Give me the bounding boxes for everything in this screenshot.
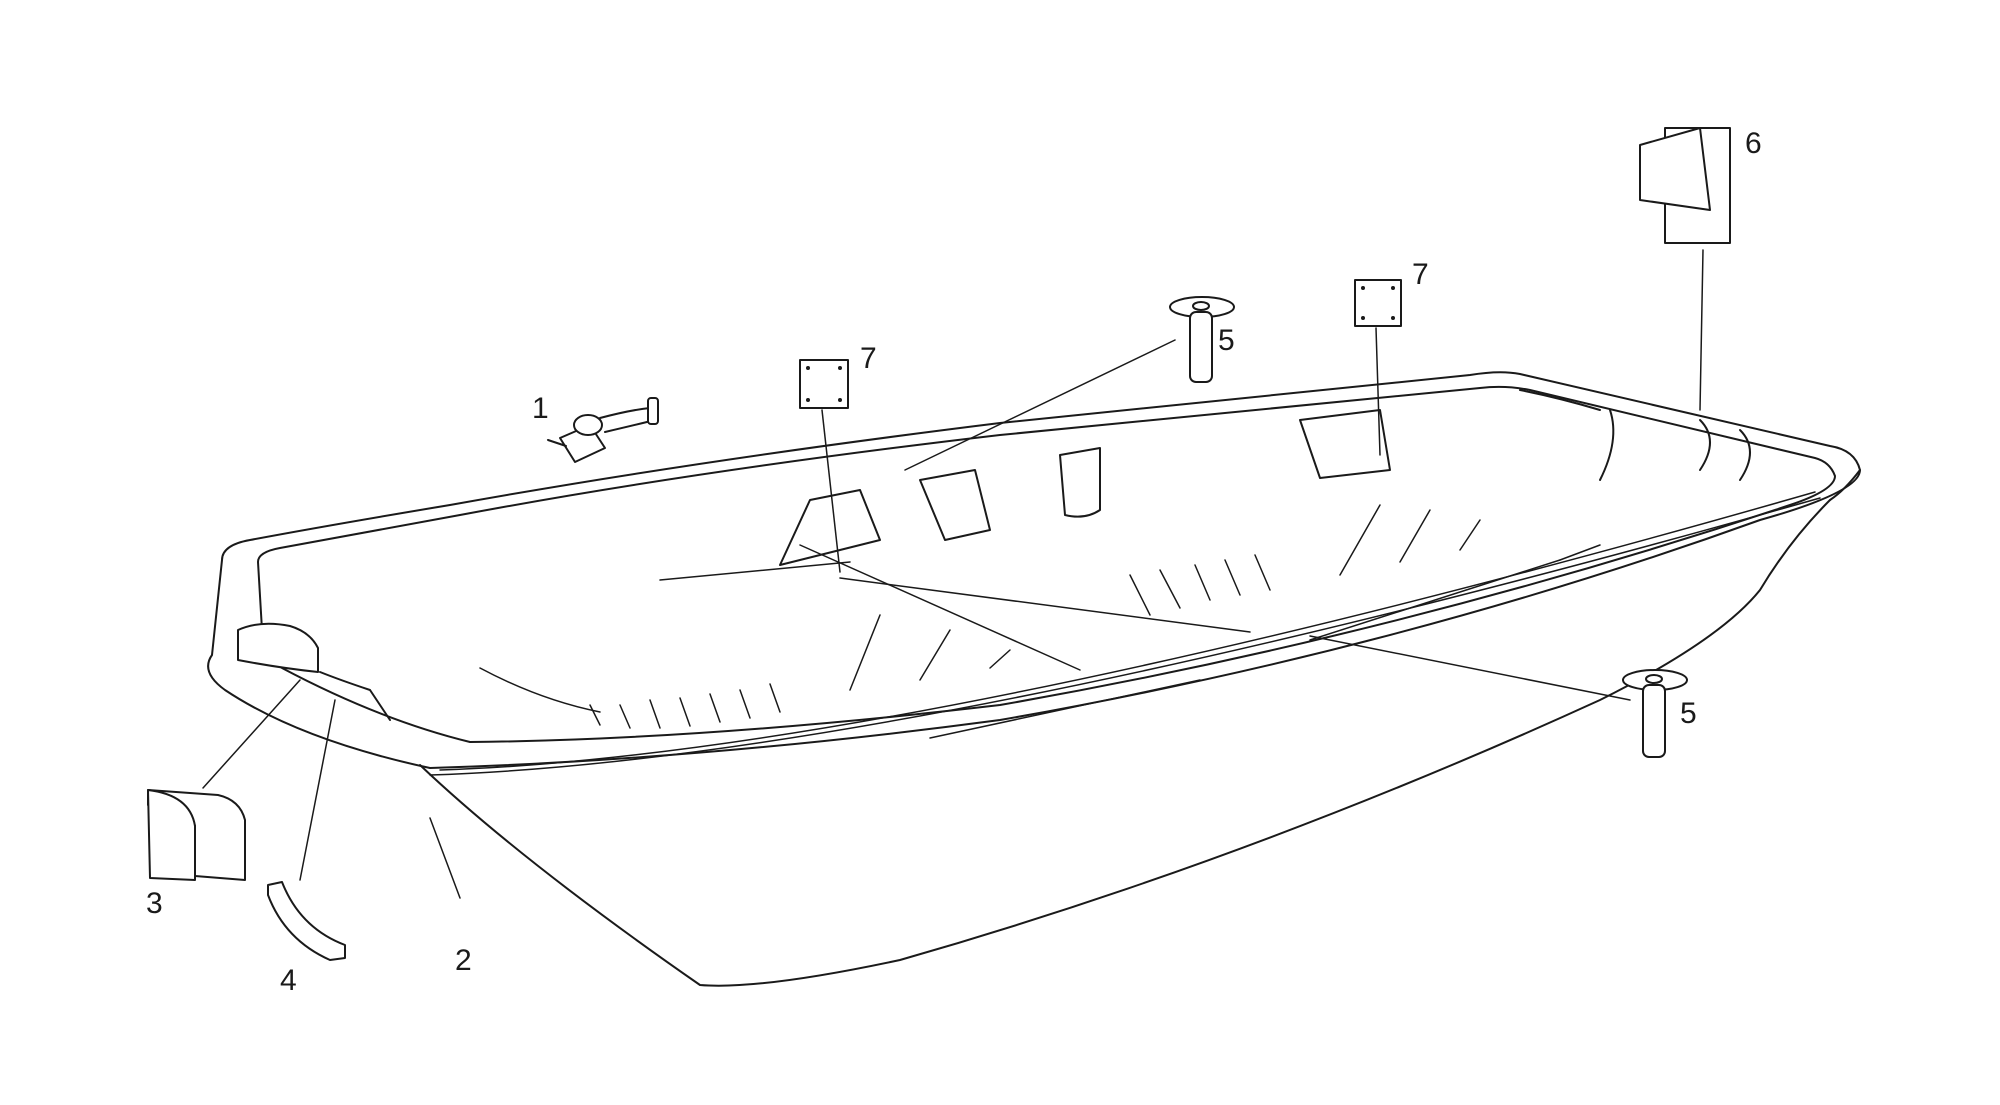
bow-cover <box>147 789 246 881</box>
callout-7-left: 7 <box>860 342 877 375</box>
rod-holder-bottom <box>1622 669 1688 758</box>
drain-plug <box>547 397 659 463</box>
callout-5-top: 5 <box>1218 324 1235 357</box>
callout-5-bottom: 5 <box>1680 697 1697 730</box>
rod-holder-top <box>1169 296 1235 383</box>
callout-1: 1 <box>532 392 549 425</box>
callout-4: 4 <box>280 964 297 997</box>
transom-plate <box>1639 127 1731 244</box>
leader-lines <box>202 249 1704 899</box>
carry-handle <box>267 881 346 961</box>
callout-2: 2 <box>455 944 472 977</box>
callout-3: 3 <box>146 887 163 920</box>
mounting-plate-left <box>799 359 849 409</box>
callout-labels: 1 2 3 4 5 5 6 7 7 <box>146 127 1762 997</box>
callout-7-right: 7 <box>1412 258 1429 291</box>
hull <box>207 371 1861 987</box>
callout-6: 6 <box>1745 127 1762 160</box>
mounting-plate-right <box>1354 279 1402 327</box>
